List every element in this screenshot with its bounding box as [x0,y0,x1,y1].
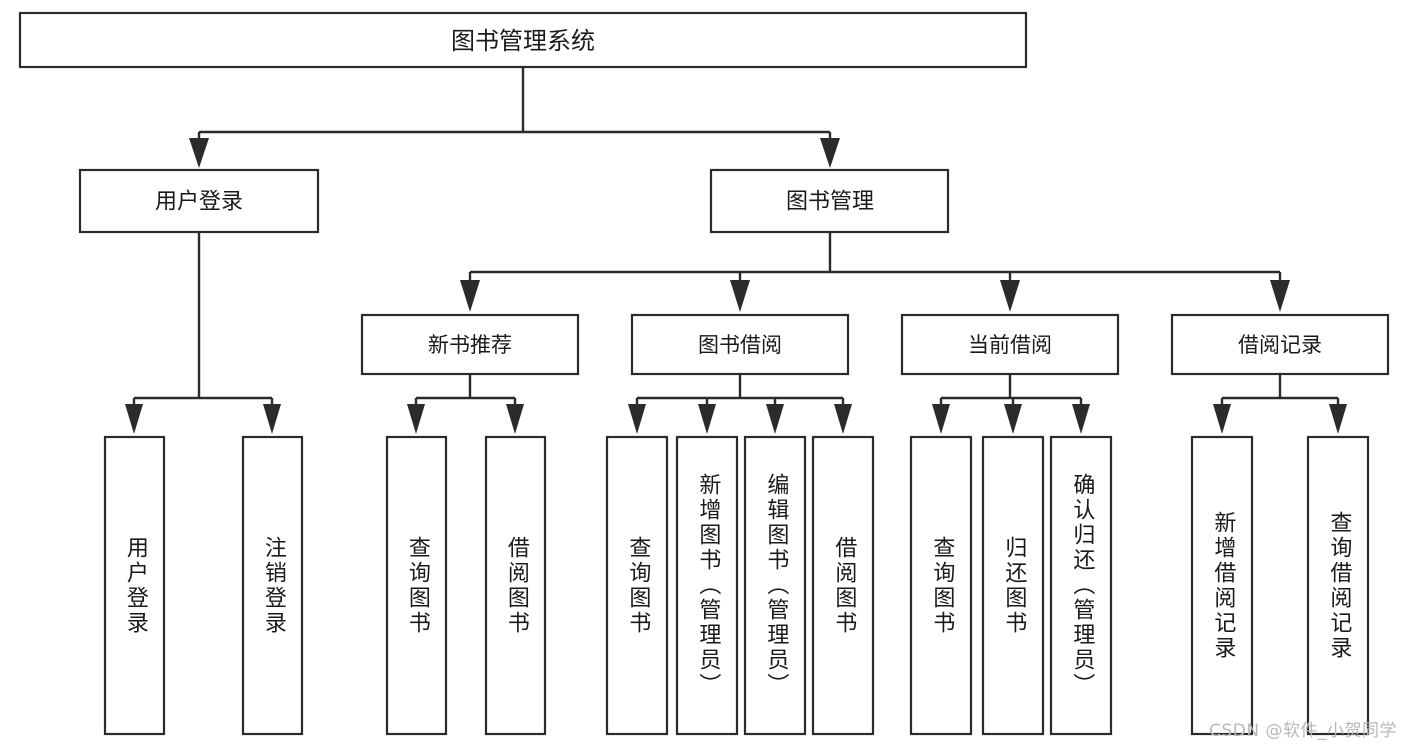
node-borrow-record-label: 借阅记录 [1238,333,1322,357]
node-new-book-recommend[interactable]: 新书推荐 [360,313,580,376]
leaf-query-book-borrow-box[interactable] [605,435,669,736]
node-book-management-label: 图书管理 [786,190,874,215]
node-borrow-record-box[interactable] [1170,313,1390,376]
arrow-head-leaf-confirm-return-admin [1072,404,1090,434]
node-root[interactable]: 图书管理系统 [18,11,1028,69]
node-book-management-box[interactable] [709,168,950,234]
node-book-management[interactable]: 图书管理 [709,168,950,234]
node-book-borrow-label: 图书借阅 [698,333,782,357]
arrow-head-leaf-borrow-book-recommend [506,404,524,434]
leaf-confirm-return-admin-box[interactable] [1049,435,1113,736]
arrow-head-leaf-return-book [1004,404,1022,434]
arrow-head-current-borrow [1000,280,1020,312]
arrow-head-leaf-edit-book-admin [766,404,784,434]
arrow-head-leaf-query-book-recommend [407,404,425,434]
arrow-head-leaf-borrow-book [834,404,852,434]
node-root-label: 图书管理系统 [451,27,595,55]
leaf-edit-book-admin-box[interactable] [743,435,807,736]
arrow-head-book-borrow [730,280,750,312]
arrow-head-leaf-logout [263,404,281,434]
arrow-head-user-login [189,138,209,168]
node-user-login-label: 用户登录 [155,190,243,215]
node-root-box[interactable] [18,11,1028,69]
leaf-box-layer [103,435,1370,736]
leaf-return-book-box[interactable] [981,435,1045,736]
leaf-query-borrow-record-box[interactable] [1306,435,1370,736]
leaf-add-book-admin-box[interactable] [675,435,739,736]
node-current-borrow-box[interactable] [900,313,1120,376]
leaf-add-borrow-record-box[interactable] [1190,435,1254,736]
node-user-login-box[interactable] [78,168,320,234]
node-current-borrow[interactable]: 当前借阅 [900,313,1120,376]
connector-layer [125,67,1347,434]
arrow-head-leaf-query-book-borrow [628,404,646,434]
node-book-borrow[interactable]: 图书借阅 [630,313,850,376]
leaf-user-login-box[interactable] [103,435,166,736]
arrow-head-leaf-add-borrow-record [1213,404,1231,434]
arrow-head-leaf-query-book-current [932,404,950,434]
arrow-head-book-management [820,138,840,168]
leaf-borrow-book-box[interactable] [811,435,875,736]
arrow-head-leaf-query-borrow-record [1329,404,1347,434]
node-current-borrow-label: 当前借阅 [968,333,1052,357]
arrow-head-leaf-add-book-admin [698,404,716,434]
node-new-book-recommend-label: 新书推荐 [428,333,512,357]
arrow-head-new-book-recommend [460,280,480,312]
leaf-logout-box[interactable] [241,435,304,736]
arrow-head-borrow-record [1270,280,1290,312]
node-book-borrow-box[interactable] [630,313,850,376]
node-user-login[interactable]: 用户登录 [78,168,320,234]
arrow-head-leaf-user-login [125,404,143,434]
leaf-borrow-book-recommend-box[interactable] [484,435,547,736]
node-new-book-recommend-box[interactable] [360,313,580,376]
leaf-query-book-current-box[interactable] [909,435,973,736]
node-borrow-record[interactable]: 借阅记录 [1170,313,1390,376]
watermark-text: CSDN @软件_小贺同学 [1209,721,1397,741]
leaf-query-book-recommend-box[interactable] [385,435,448,736]
